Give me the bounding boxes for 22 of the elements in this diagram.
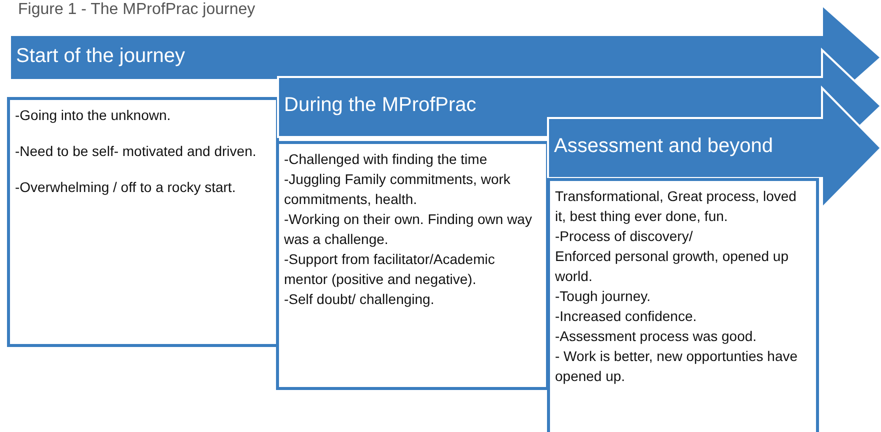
bullet-text: -Tough journey. <box>555 287 652 306</box>
bullet-text: -Overwhelming / off to a rocky start. <box>15 178 237 197</box>
bullet-text: -Going into the unknown. <box>15 106 172 125</box>
text-box <box>547 178 819 432</box>
stage-heading: Assessment and beyond <box>554 135 774 158</box>
bullet-text: -Process of discovery/ <box>555 227 694 246</box>
text-box <box>276 141 549 390</box>
bullet-text: Transformational, Great process, loved it, best thing ever done, fun. <box>555 187 798 226</box>
bullet-text: -Self doubt/ challenging. <box>284 290 436 309</box>
text-box <box>7 97 279 347</box>
bullet-text: -Challenged with finding the time <box>284 150 488 169</box>
stage-heading: During the MProfPrac <box>284 94 476 117</box>
bullet-text: -Support from facilitator/Academic mentor (positive and negative). <box>284 250 496 289</box>
bullet-text: -Working on their own. Finding own way was a challenge. <box>284 210 533 249</box>
bullet-text: -Need to be self- motivated and driven. <box>15 142 258 161</box>
bullet-text: -Increased confidence. <box>555 307 698 326</box>
bullet-text: -Juggling Family commitments, work commitments, health. <box>284 170 512 209</box>
stage-heading: Start of the journey <box>16 44 185 68</box>
bullet-text: Enforced personal growth, opened up world. <box>555 247 790 286</box>
bullet-text: -Assessment process was good. <box>555 327 758 346</box>
bullet-text: - Work is better, new opportunties have opened up. <box>555 347 799 386</box>
figure-title: Figure 1 - The MProfPrac journey <box>18 1 256 19</box>
